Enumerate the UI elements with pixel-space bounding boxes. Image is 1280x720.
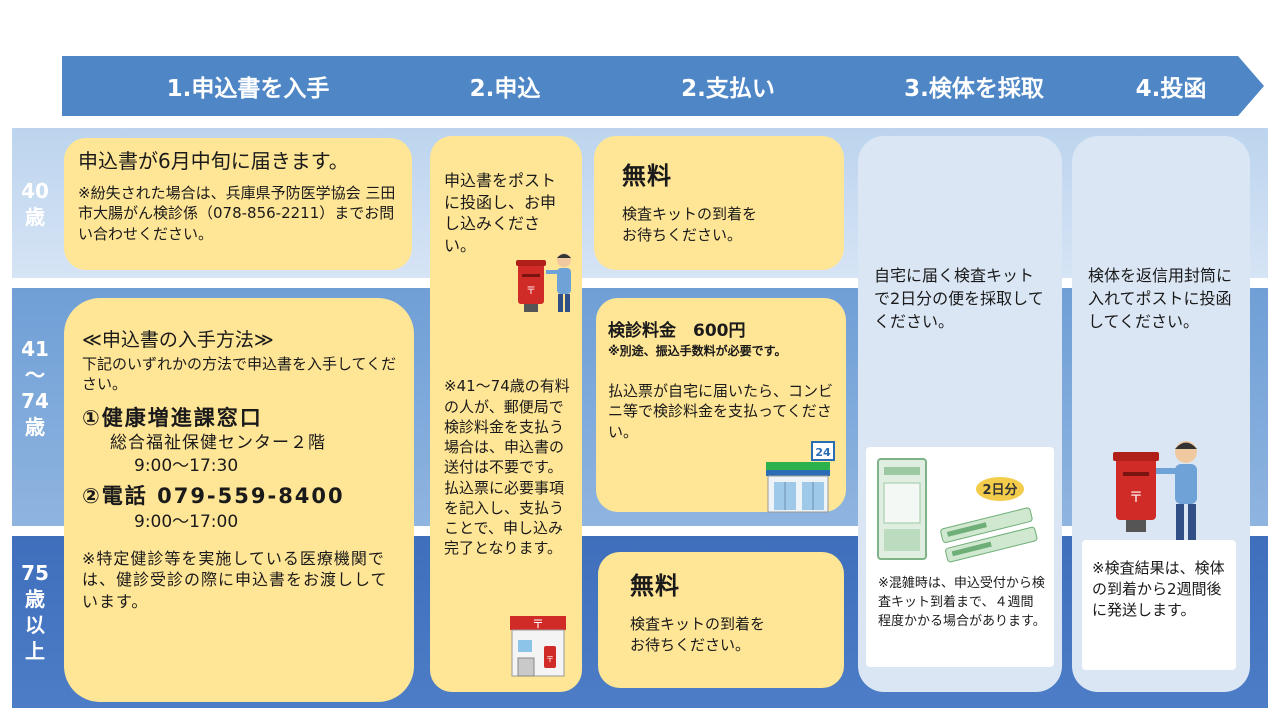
store-sign-text: 24: [815, 446, 831, 459]
svg-text:〒: 〒: [526, 286, 536, 297]
card-obtain-method: ≪申込書の入手方法≫ 下記のいずれかの方法で申込書を入手してください。 ①健康増…: [64, 298, 414, 702]
step-1-label: 1.申込書を入手: [166, 76, 330, 102]
collect-note: ※混雑時は、申込受付から検査キット到着まで、４週間程度かかる場合があります。: [878, 576, 1046, 629]
option-1-hours: 9:00〜17:30: [134, 456, 239, 477]
result-panel: ※検査結果は、検体の到着から2週間後に発送します。: [1082, 540, 1236, 670]
step-4-collect: 3.検体を採取: [842, 56, 1096, 116]
card-obtain-40: 申込書が6月中旬に届きます。 ※紛失された場合は、兵庫県予防医学協会 三田市大腸…: [64, 138, 412, 270]
kit-days-label: 2日分: [982, 482, 1017, 498]
option-2-label: ②電話 079-559-8400: [82, 484, 345, 509]
payment-fee-text: 払込票が自宅に届いたら、コンビニ等で検診料金を支払ってください。: [608, 382, 834, 441]
apply-text: 申込書をポストに投函し、お申し込みください。: [444, 171, 557, 255]
convenience-store-icon: 24: [766, 441, 835, 513]
method-desc: 下記のいずれかの方法で申込書を入手してください。: [82, 354, 397, 393]
svg-text:〒: 〒: [546, 655, 554, 664]
method-title: ≪申込書の入手方法≫: [82, 329, 274, 351]
payment-free-text-40: 検査キットの到着を お待ちください。: [622, 205, 758, 244]
card-apply: 申込書をポストに投函し、お申し込みください。 ※41〜74歳の有料の人が、郵便局…: [430, 136, 582, 692]
age-label-75-plus: 75 歳 以 上: [21, 561, 49, 663]
payment-free-title-40: 無料: [622, 162, 672, 190]
step-5-label: 4.投函: [1135, 76, 1207, 102]
collect-text: 自宅に届く検査キットで2日分の便を採取してください。: [874, 266, 1044, 332]
step-1-obtain: 1.申込書を入手: [62, 56, 424, 116]
age-label-41-74: 41 〜 74 歳: [21, 337, 49, 439]
step-4-label: 3.検体を採取: [904, 76, 1044, 102]
step-3-payment: 2.支払い: [576, 56, 870, 116]
test-kit-icon: 2日分: [877, 458, 1038, 563]
clinic-note: ※特定健診等を実施している医療機関では、健診受診の際に申込書をお渡ししています。: [82, 548, 388, 611]
apply-note: ※41〜74歳の有料の人が、郵便局で検診料金を支払う場合は、申込書の送付は不要で…: [444, 377, 570, 558]
option-2-hours: 9:00〜17:00: [134, 511, 239, 532]
payment-free-title-75: 無料: [630, 572, 680, 600]
mailbox-person-icon: 〒: [516, 253, 571, 312]
payment-fee-note: ※別途、振込手数料が必要です。: [608, 343, 787, 358]
step-5-post: 4.投函: [1068, 56, 1264, 116]
step-2-label: 2.申込: [469, 76, 541, 102]
option-1-label: ①健康増進課窓口: [82, 406, 263, 431]
age-label-40: 40 歳: [21, 179, 49, 229]
step-2-apply: 2.申込: [398, 56, 602, 116]
card-payment-75-plus: 無料 検査キットの到着を お待ちください。: [598, 552, 844, 688]
option-1-place: 総合福祉保健センター２階: [110, 433, 326, 454]
svg-text:〒: 〒: [532, 617, 544, 631]
obtain-40-title: 申込書が6月中旬に届きます。: [78, 149, 349, 173]
svg-text:〒: 〒: [1129, 490, 1143, 506]
post-note: ※検査結果は、検体の到着から2週間後に発送します。: [1092, 559, 1225, 619]
card-payment-40: 無料 検査キットの到着を お待ちください。: [594, 136, 844, 270]
payment-free-text-75: 検査キットの到着を お待ちください。: [630, 615, 766, 654]
post-office-icon: 〒 〒: [510, 616, 566, 677]
step-3-label: 2.支払い: [681, 76, 775, 102]
post-text: 検体を返信用封筒に入れてポストに投函してください。: [1088, 266, 1233, 332]
mailbox-person-large-icon: 〒: [1113, 441, 1197, 540]
kit-panel: 2日分 ※混雑時は、申込受付から検査キット到着まで、４週間程度かかる場合がありま…: [866, 447, 1054, 667]
payment-fee-title: 検診料金 600円: [608, 321, 746, 341]
obtain-40-note: ※紛失された場合は、兵庫県予防医学協会 三田市大腸がん検診係（078-856-2…: [78, 184, 396, 243]
